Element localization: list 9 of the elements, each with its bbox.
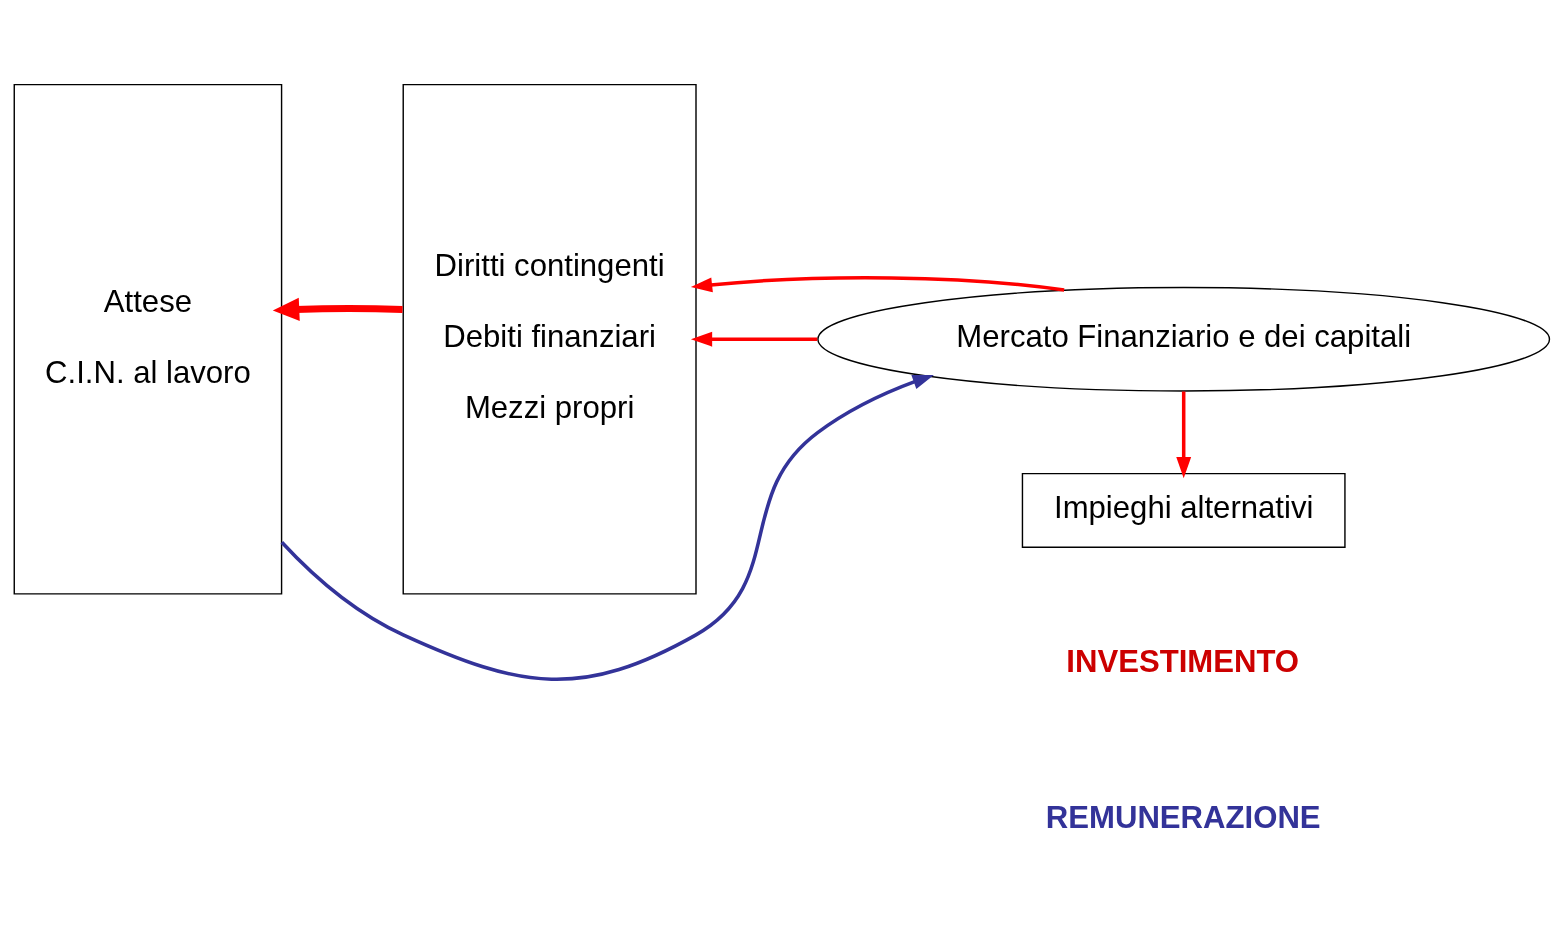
arrow <box>690 331 818 347</box>
legend-label: INVESTIMENTO <box>1066 644 1300 680</box>
arrow <box>690 275 1065 293</box>
legend-label: REMUNERAZIONE <box>1045 800 1321 836</box>
node-box: Diritti contingenti Debiti finanziari Mezzi propri <box>402 83 697 595</box>
node-box: Impieghi alternativi <box>1021 472 1346 548</box>
arrow <box>280 374 934 681</box>
node-box: Attese C.I.N. al lavoro <box>13 83 283 595</box>
arrow <box>1176 391 1192 479</box>
